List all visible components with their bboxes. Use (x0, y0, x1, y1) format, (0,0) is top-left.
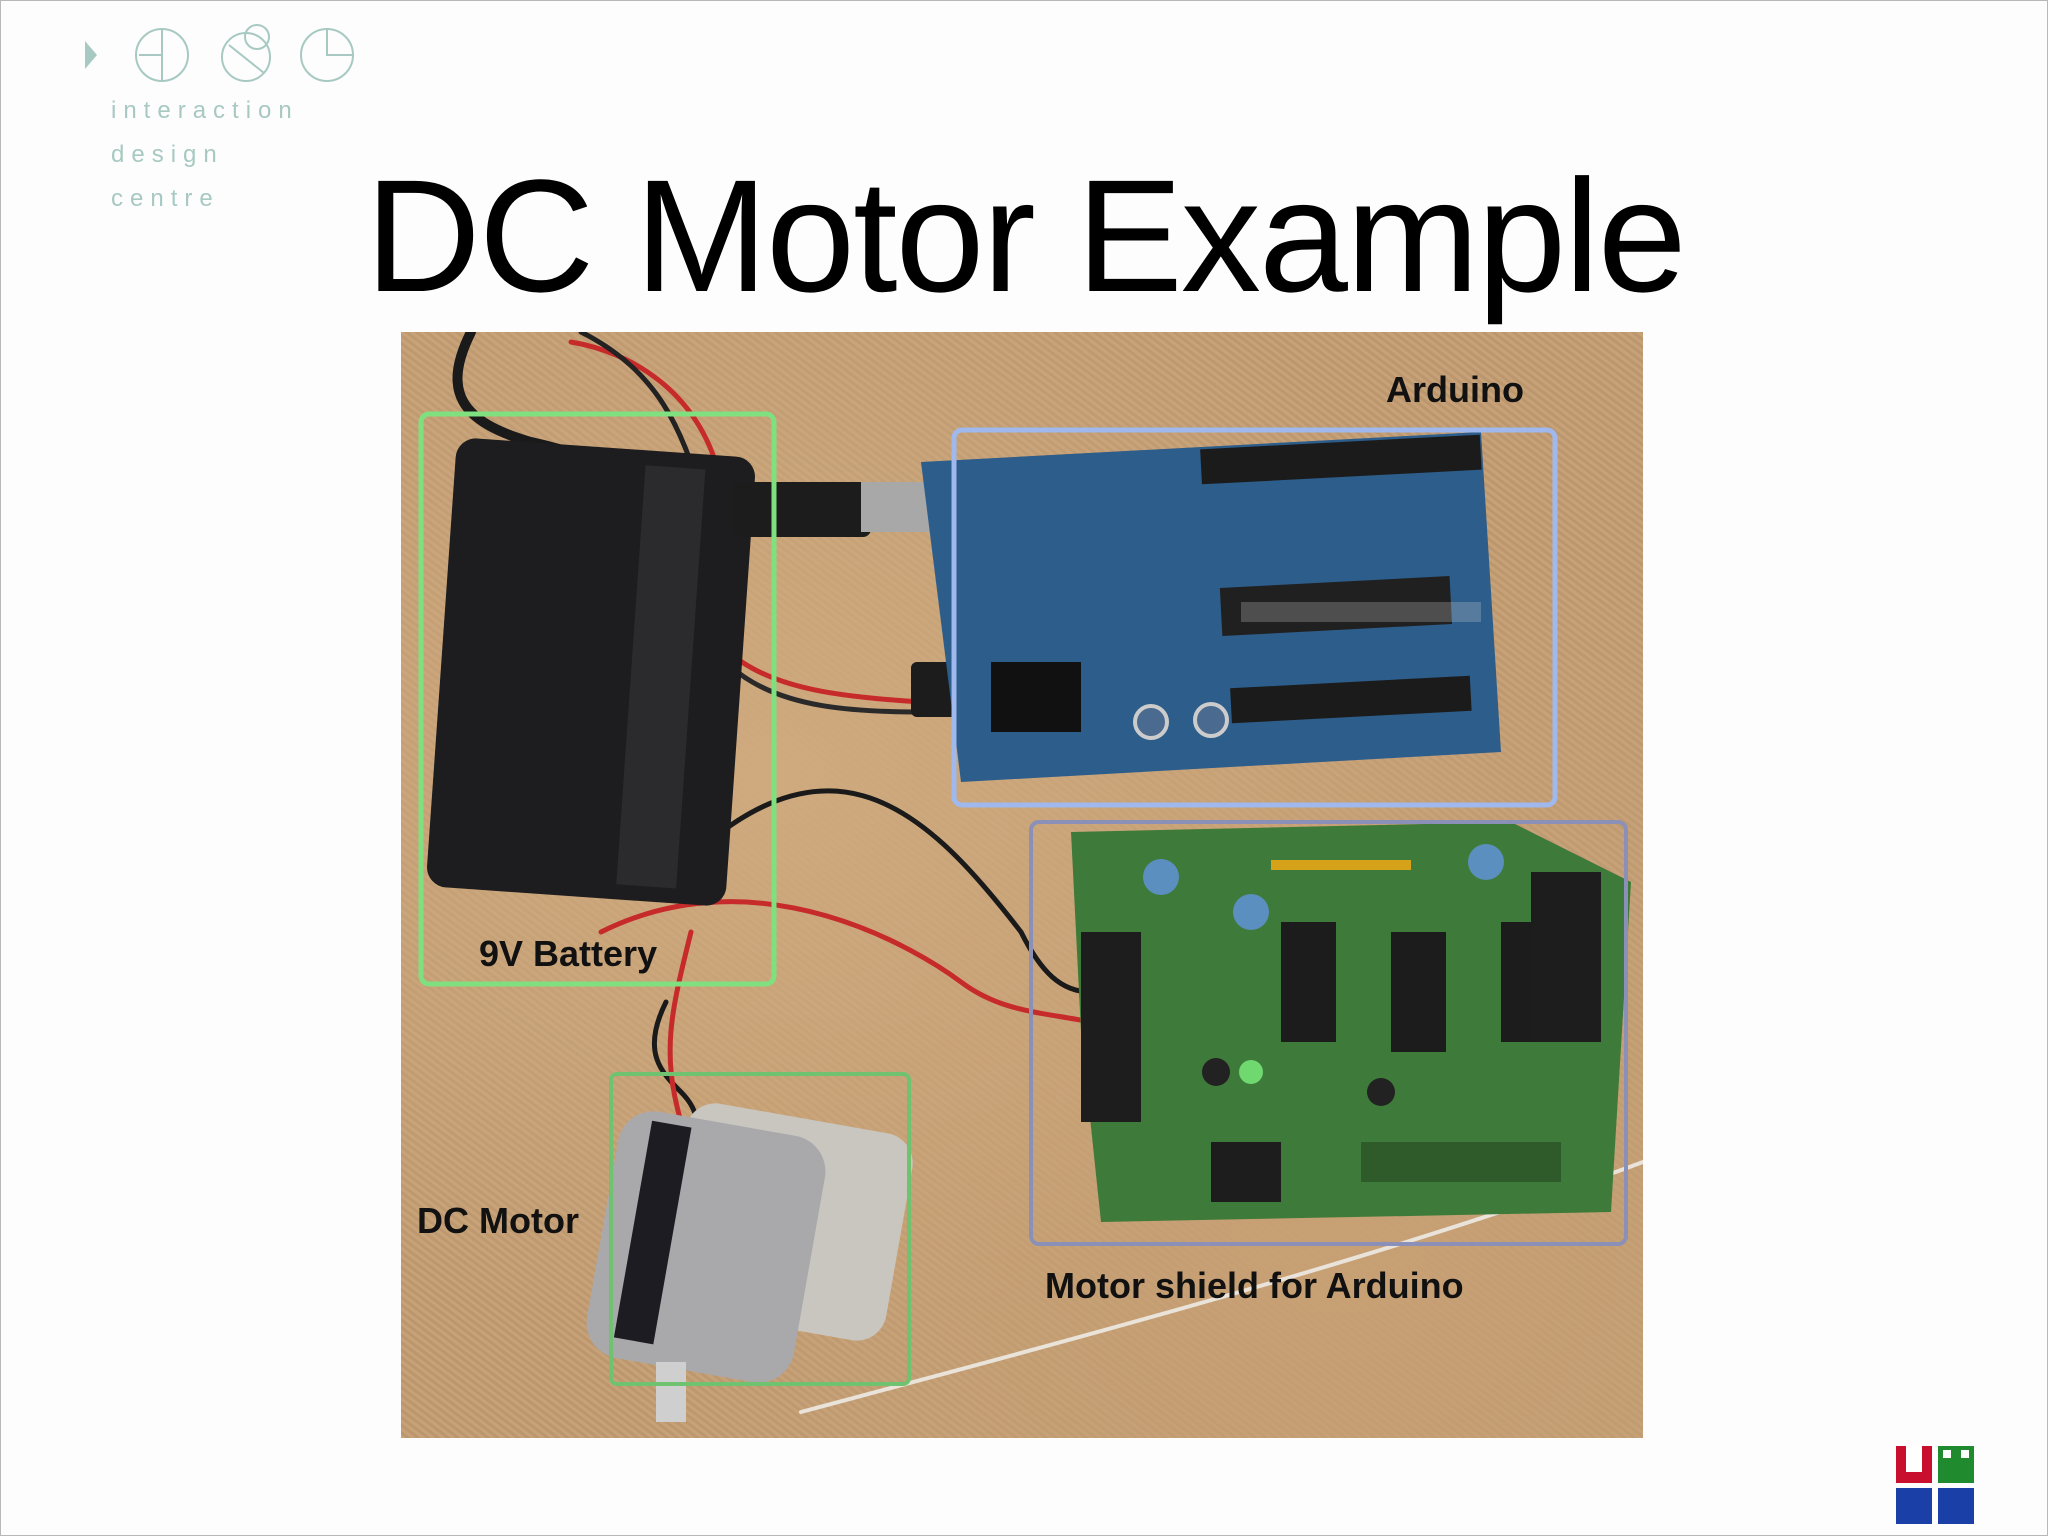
dc-motor (586, 1103, 913, 1422)
dc-motor-label: DC Motor (417, 1200, 579, 1241)
setup-photo (401, 332, 1643, 1438)
arduino-label: Arduino (1386, 369, 1524, 410)
motor-shield-label: Motor shield for Arduino (1045, 1265, 1464, 1306)
idc-logo-glyphs (85, 24, 354, 82)
battery-highlight-box (418, 411, 777, 987)
idc-logo: interaction design centre (79, 23, 379, 223)
battery-label: 9V Battery (479, 933, 658, 974)
motor-shield (1071, 822, 1631, 1222)
arduino-highlight-box (951, 427, 1558, 808)
logo-line-design: design (111, 141, 224, 168)
dc-motor-highlight-box (609, 1072, 911, 1386)
logo-line-centre: centre (111, 185, 220, 212)
arduino-board (921, 432, 1501, 782)
university-logo (1896, 1446, 1974, 1524)
slide-title: DC Motor Example (365, 146, 1686, 325)
motor-shield-highlight-box (1029, 820, 1628, 1246)
logo-line-interaction: interaction (111, 97, 299, 124)
setup-photo-drawing (427, 332, 1643, 1422)
battery-pack (427, 438, 755, 906)
